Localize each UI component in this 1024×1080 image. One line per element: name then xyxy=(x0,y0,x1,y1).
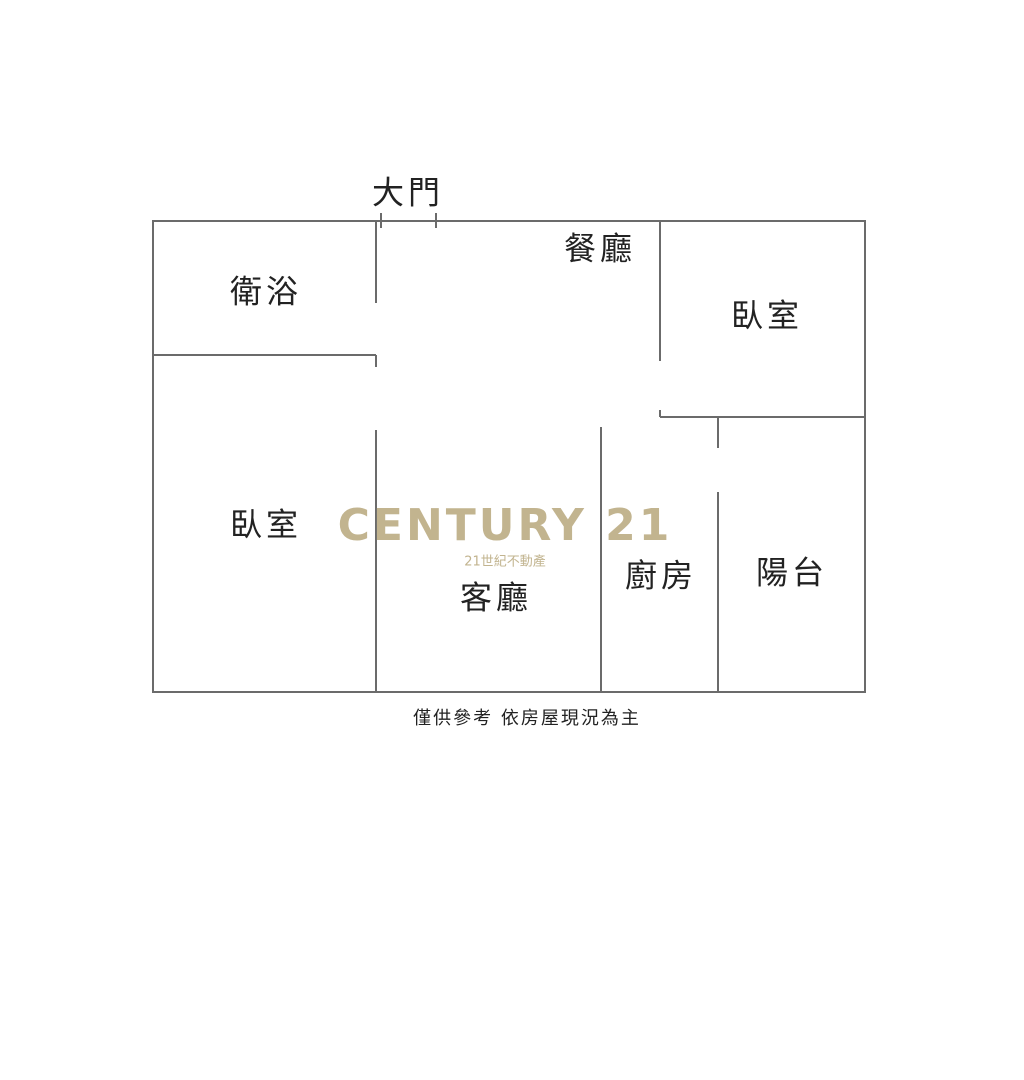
watermark-brand: CENTURY 21 xyxy=(338,500,673,551)
label-bedroom-top-right: 臥室 xyxy=(731,297,803,335)
disclaimer-caption: 僅供參考 依房屋現況為主 xyxy=(413,708,641,729)
label-balcony: 陽台 xyxy=(756,554,828,592)
watermark: CENTURY 21 21世紀不動產 xyxy=(338,500,673,570)
label-living: 客廳 xyxy=(460,579,532,617)
watermark-subtitle: 21世紀不動產 xyxy=(464,554,546,570)
walls xyxy=(152,213,866,693)
label-bedroom-left: 臥室 xyxy=(230,506,302,544)
label-kitchen: 廚房 xyxy=(625,557,697,595)
outer-wall xyxy=(152,220,866,693)
label-entrance: 大門 xyxy=(372,174,444,212)
label-dining: 餐廳 xyxy=(564,230,636,268)
label-bathroom: 衛浴 xyxy=(230,273,302,311)
